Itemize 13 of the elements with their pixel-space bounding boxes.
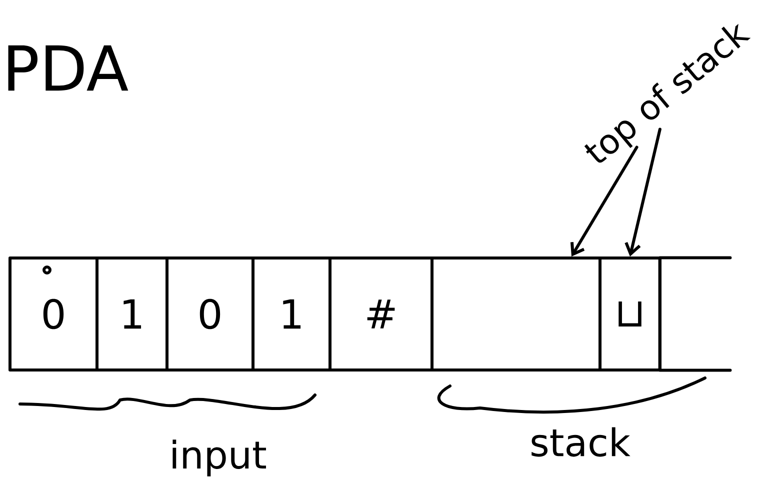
- brace-label: stack: [532, 427, 630, 457]
- arrow: [624, 128, 662, 256]
- tape-cell: 0: [166, 256, 254, 372]
- tape-cell: 1: [96, 256, 168, 372]
- tape-cell: 1: [252, 256, 332, 372]
- arrow: [570, 146, 638, 256]
- tape-cell: [430, 256, 602, 372]
- brace-label: input: [172, 440, 266, 476]
- title: PDA: [8, 45, 128, 91]
- tape-cell: #: [328, 256, 434, 372]
- tape-cell: ⊔: [598, 256, 662, 372]
- tape-cell: [658, 256, 732, 372]
- tape-cell: 0: [8, 256, 98, 372]
